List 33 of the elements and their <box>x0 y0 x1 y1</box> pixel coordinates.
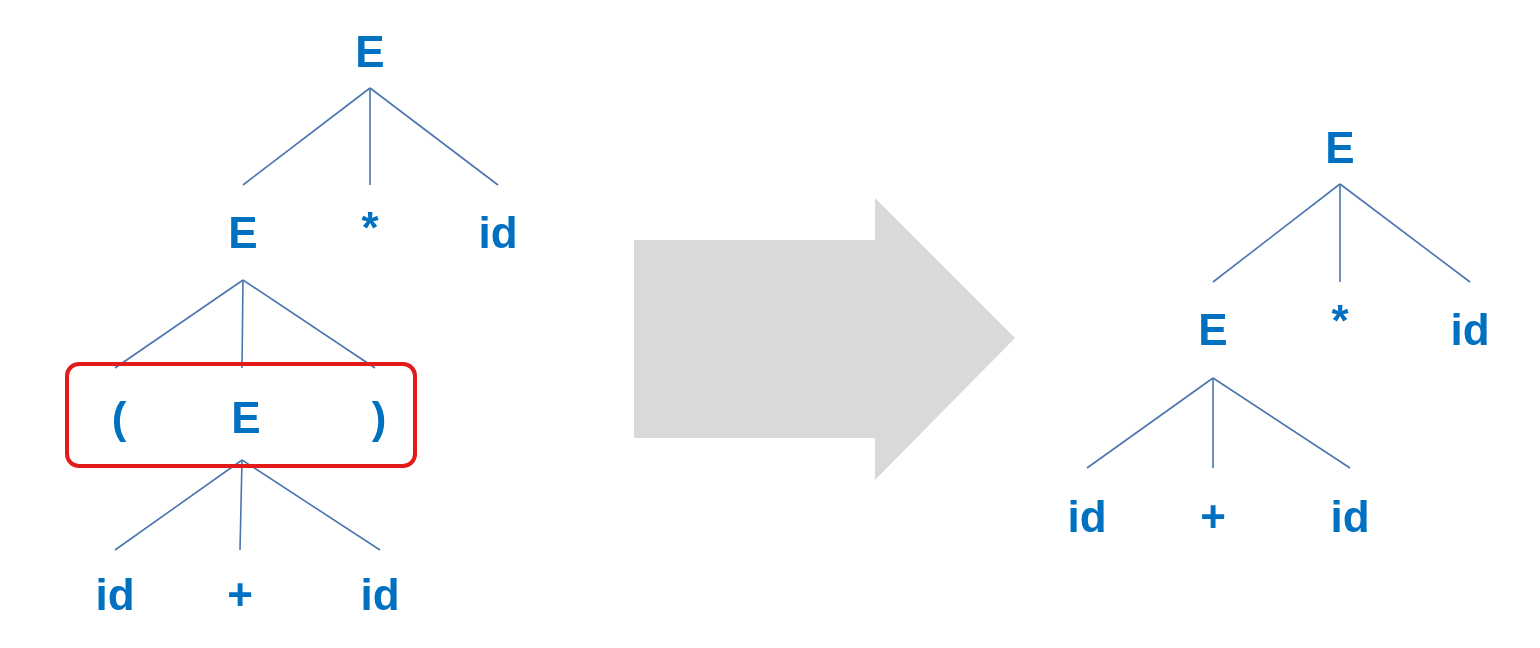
tree-symbol: E <box>355 29 385 74</box>
tree-symbol: E <box>1325 126 1355 170</box>
tree-branch <box>1339 183 1341 283</box>
tree-branch <box>1212 377 1351 469</box>
tree-branch <box>242 87 371 186</box>
tree-symbol: + <box>227 573 253 617</box>
tree-symbol: * <box>1331 299 1349 343</box>
tree-symbol: id <box>1330 494 1370 539</box>
tree-branch <box>114 459 243 551</box>
tree-symbol: id <box>1450 308 1490 352</box>
tree-symbol: E <box>231 396 261 440</box>
tree-symbol: E <box>228 210 258 255</box>
tree-branch <box>114 279 244 369</box>
tree-branch <box>241 459 381 551</box>
tree-branch <box>369 87 499 186</box>
tree-branch <box>369 87 371 186</box>
tree-symbol: * <box>361 205 379 250</box>
tree-symbol: E <box>1198 308 1228 352</box>
tree-branch <box>239 459 243 551</box>
tree-symbol: id <box>1067 494 1107 539</box>
tree-branch <box>1212 183 1341 283</box>
tree-symbol: ) <box>371 396 387 440</box>
highlight-box <box>65 362 417 468</box>
tree-symbol: id <box>478 210 518 255</box>
tree-symbol: ( <box>111 396 127 440</box>
tree-symbol: id <box>95 573 135 617</box>
tree-branch <box>241 279 244 369</box>
tree-symbol: id <box>360 573 400 617</box>
tree-branch <box>242 279 376 369</box>
tree-symbol: + <box>1200 494 1226 539</box>
tree-branch <box>1212 377 1214 469</box>
tree-branch <box>1339 183 1471 283</box>
tree-branch <box>1086 377 1214 469</box>
